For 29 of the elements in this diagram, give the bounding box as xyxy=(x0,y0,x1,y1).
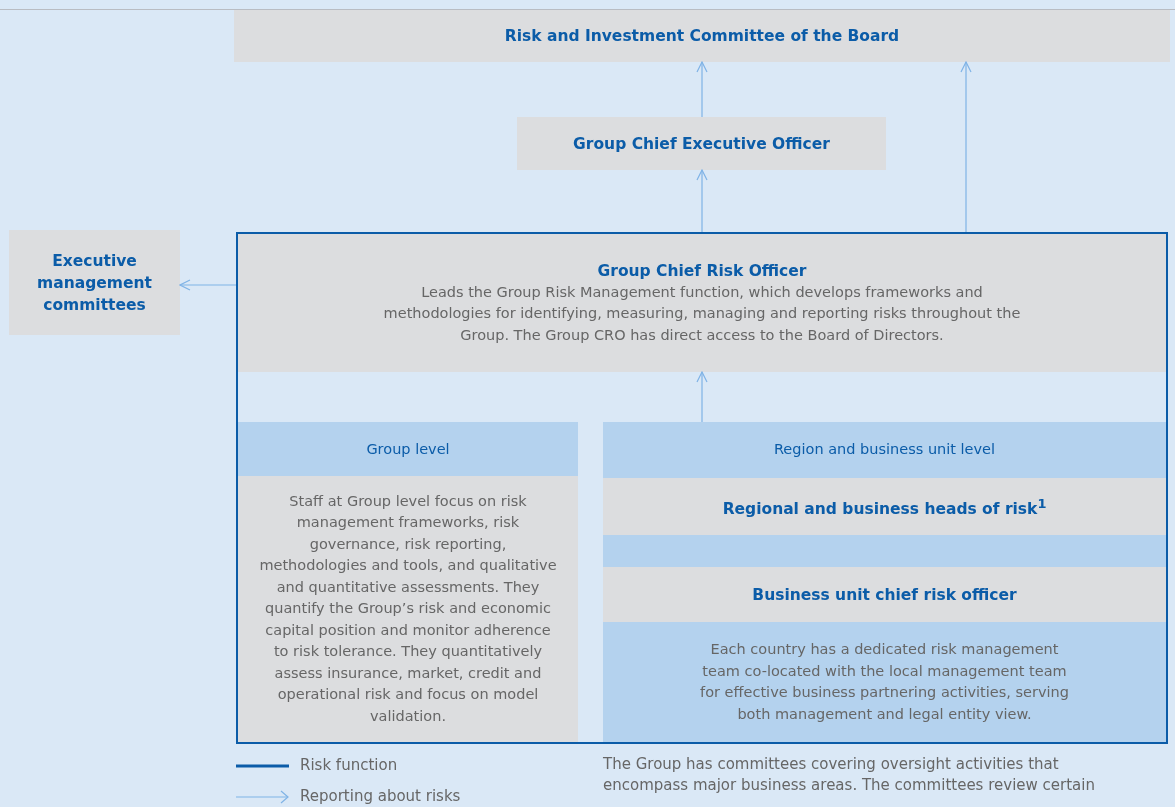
arrow xyxy=(696,371,708,423)
risk-function-frame xyxy=(236,232,1168,744)
note-text: The Group has committees covering oversight activities that encompass major business areas. The committees review certain xyxy=(603,754,1096,796)
description-text: Each country has a dedicated risk management team co-located with the local management team for effective business partnering activities, serving both management and legal entity view. xyxy=(699,640,1070,724)
committees-box xyxy=(9,230,180,335)
description-box xyxy=(238,476,578,742)
description-text: Leads the Group Risk Management function, which develops frameworks and methodologies for identifying, measuring, managing and reporting risks throughout the Group. The Group CRO has direct access to the Board of Directors. xyxy=(382,282,1022,345)
level-column xyxy=(603,422,1166,742)
legend-label: Reporting about risks xyxy=(300,786,461,806)
arrow xyxy=(960,61,972,233)
role-box xyxy=(603,478,1166,535)
heading-text: Regional and business heads of risk$^{1}$ xyxy=(722,494,1047,521)
arrow xyxy=(179,279,237,291)
heading-text: Business unit chief risk officer xyxy=(752,584,1017,606)
committee-box xyxy=(234,10,1170,62)
heading-text: Executive management committees xyxy=(36,250,153,316)
legend-label: Risk function xyxy=(300,755,398,775)
arrow xyxy=(696,169,708,233)
heading-text: Risk and Investment Committee of the Board xyxy=(504,26,900,47)
description-text: Staff at Group level focus on risk management frameworks, risk governance, risk reporting, methodologies and tools, and qualitative and quantitative assessments. They quantify the Group’s risk and economic capital position and monitor adherence to risk tolerance. They quantitatively assess insurance, market, credit and operational risk and focus on model validation. xyxy=(258,491,558,726)
level-label: Group level xyxy=(366,440,450,459)
cro-box xyxy=(238,234,1166,372)
role-box xyxy=(603,567,1166,622)
executive-box xyxy=(517,117,886,170)
arrow xyxy=(696,61,708,118)
heading-text: Group Chief Risk Officer xyxy=(597,260,807,282)
level-label: Region and business unit level xyxy=(773,440,996,459)
level-header xyxy=(238,422,578,476)
heading-text: Group Chief Executive Officer xyxy=(573,133,830,155)
